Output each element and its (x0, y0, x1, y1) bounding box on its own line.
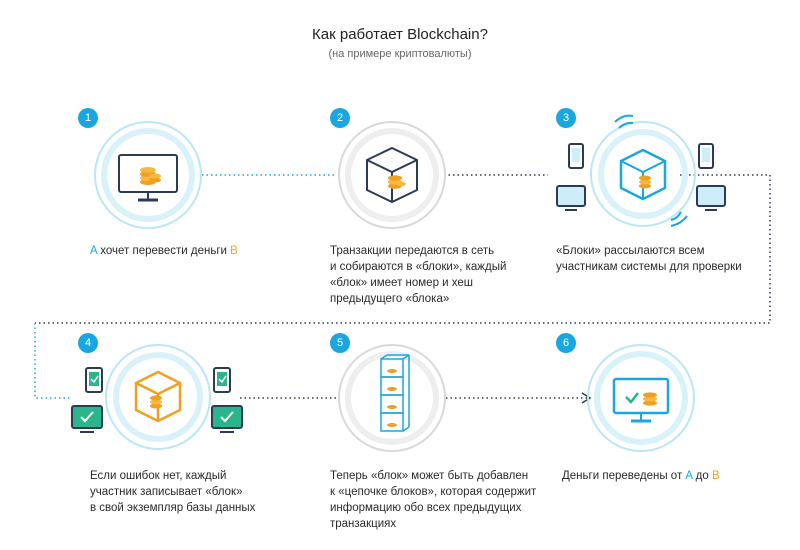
step-5-caption-line: к «цепочке блоков», которая содержит (330, 486, 537, 498)
diagram-subtitle: (на примере криптовалюты) (328, 48, 472, 60)
step-4-caption-line: Если ошибок нет, каждый (90, 470, 227, 482)
monitor-check-icon (71, 405, 103, 433)
coins-icon (643, 392, 657, 406)
step-3-caption: «Блоки» рассылаются всем участникам сист… (556, 243, 742, 275)
step-5-caption-line: Теперь «блок» может быть добавлен (330, 470, 529, 482)
step-2-badge: 2 (330, 108, 350, 128)
party-a-label: A (685, 470, 693, 482)
step-2-caption: Транзакции передаются в сеть и собираютс… (330, 243, 506, 307)
step-2-caption-line: Транзакции передаются в сеть (330, 245, 495, 257)
coins-icon (150, 395, 162, 409)
step-2-caption-line: предыдущего «блока» (330, 293, 450, 305)
monitor-icon (556, 185, 586, 211)
monitor-icon (612, 377, 670, 423)
step-3-illustration (553, 106, 733, 241)
step-5-caption-line: информацию обо всех предыдущих (330, 502, 522, 514)
coins-icon (639, 175, 651, 189)
step-6-illustration (586, 343, 696, 458)
step-4-caption-line: в свой экземпляр базы данных (90, 502, 256, 514)
step-5-caption-line: транзакциях (330, 518, 397, 530)
step-2-caption-line: и собираются в «блоки», каждый (330, 261, 507, 273)
party-b-label: B (230, 245, 238, 257)
cube-icon (366, 146, 418, 204)
monitor-icon (696, 185, 726, 211)
connector-into-4 (34, 323, 70, 399)
block-chain-icon (380, 354, 410, 432)
coins-icon (388, 175, 406, 189)
step-4-caption-line: участник записывает «блок» (90, 486, 243, 498)
step-4-illustration (68, 340, 248, 455)
step-6-caption: Деньги переведены от A до B (562, 468, 720, 484)
step-5-badge: 5 (330, 333, 350, 353)
monitor-check-icon (211, 405, 243, 433)
step-2-illustration (337, 120, 447, 235)
wifi-signal-icon (614, 114, 688, 227)
phone-icon (568, 143, 584, 169)
step-4-caption: Если ошибок нет, каждый участник записыв… (90, 468, 255, 516)
party-b-label: B (711, 470, 720, 482)
step-6-badge: 6 (556, 333, 576, 353)
cube-icon (619, 148, 667, 201)
step-1-badge: 1 (78, 108, 98, 128)
step-3-badge: 3 (556, 108, 576, 128)
phone-check-icon (213, 367, 231, 393)
step-1-illustration (93, 120, 203, 235)
step-5-caption: Теперь «блок» может быть добавлен к «цеп… (330, 468, 536, 532)
step-2-caption-line: «блок» имеет номер и хеш (330, 277, 474, 289)
step-3-caption-line: «Блоки» рассылаются всем (556, 245, 705, 257)
connector-3-4-return (35, 174, 771, 324)
step-6-caption-text: Деньги переведены от (562, 470, 686, 482)
phone-icon (698, 143, 714, 169)
step-4-badge: 4 (78, 333, 98, 353)
check-icon (625, 392, 639, 404)
arrow-head-6 (581, 392, 592, 404)
diagram-title: Как работает Blockchain? (312, 26, 488, 43)
party-a-label: A (90, 245, 98, 257)
coins-icon (140, 167, 161, 185)
step-5-illustration (337, 343, 447, 458)
step-1-caption: A хочет перевести деньги B (90, 243, 238, 259)
coins-icon (387, 369, 397, 427)
phone-check-icon (85, 367, 103, 393)
step-6-caption-text: до (692, 470, 712, 482)
step-1-caption-text: хочет перевести деньги (97, 245, 231, 257)
step-3-caption-line: участникам системы для проверки (556, 261, 742, 273)
